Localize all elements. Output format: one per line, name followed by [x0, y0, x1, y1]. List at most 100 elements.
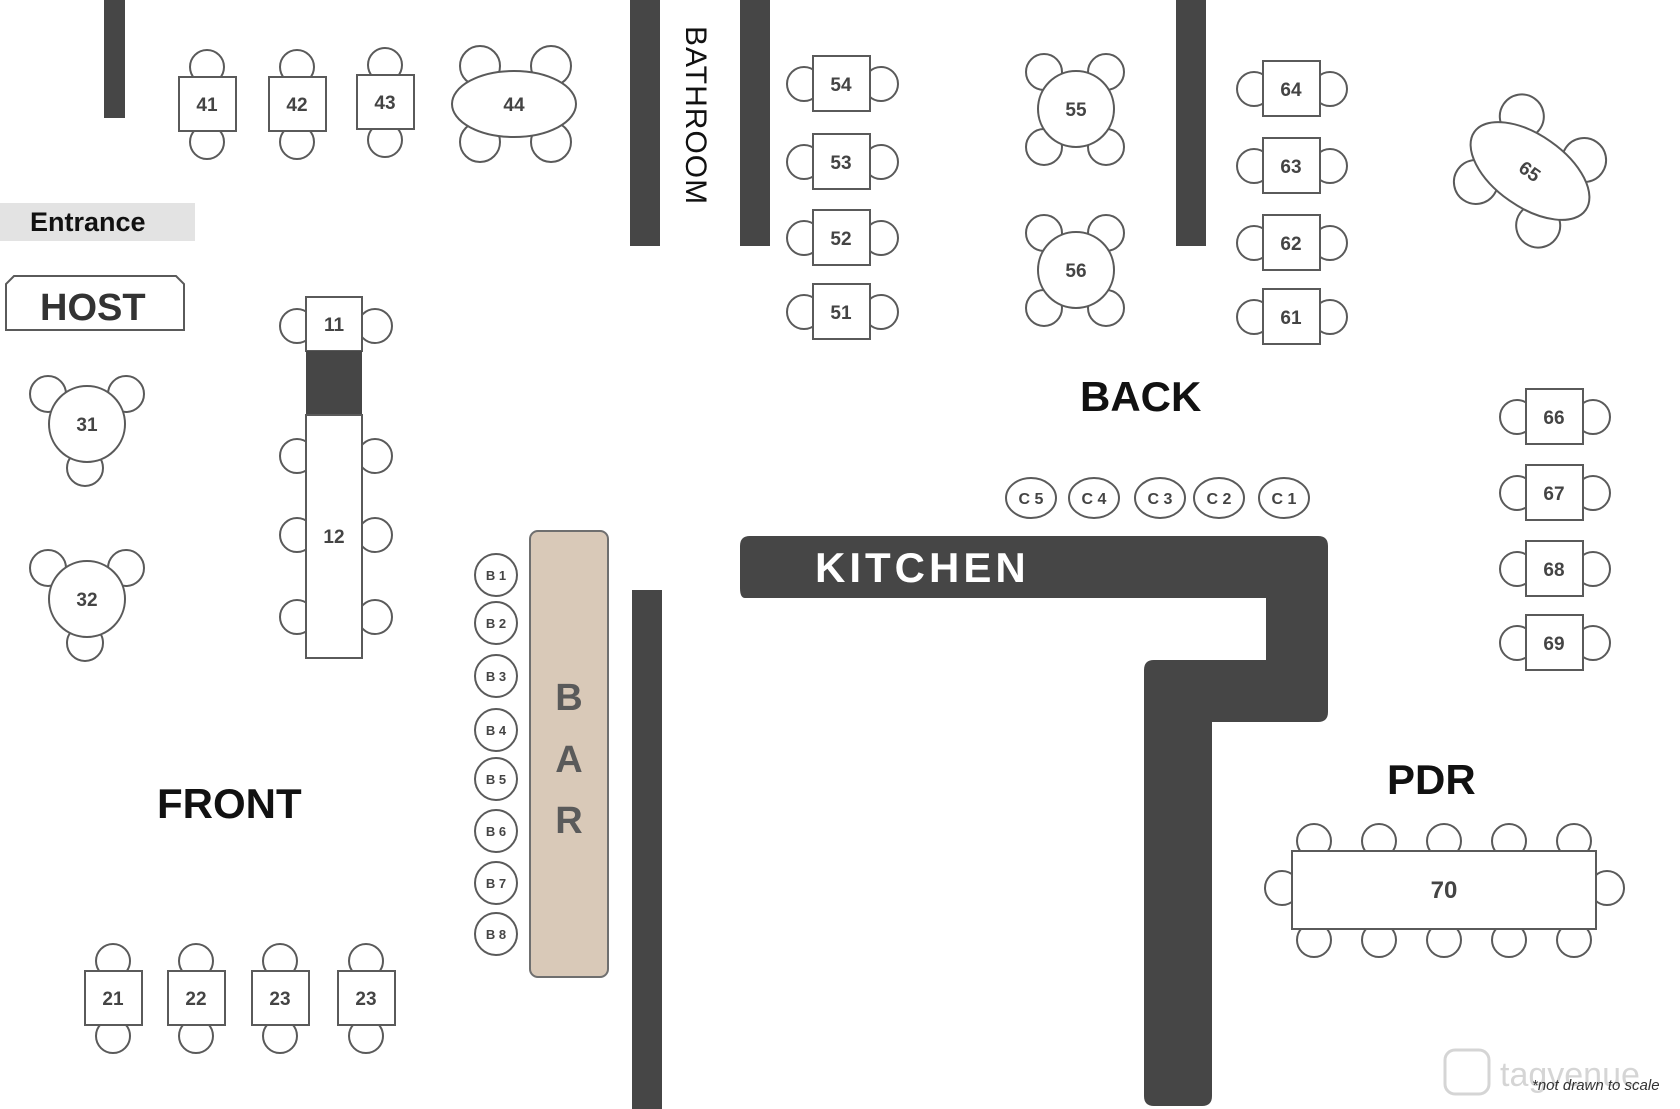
table-number: 21	[102, 989, 124, 1010]
table-53[interactable]: 53	[786, 133, 899, 190]
table-41[interactable]: 41	[178, 49, 237, 160]
bar-seat-b6[interactable]: B 6	[474, 809, 518, 853]
counter-seat-c5[interactable]: C 5	[1005, 477, 1057, 519]
table-top	[812, 133, 871, 190]
table-number: 41	[196, 95, 218, 116]
table-top	[451, 70, 577, 138]
counter-seat-c3[interactable]: C 3	[1134, 477, 1186, 519]
table-top	[812, 55, 871, 112]
table-number: 61	[1280, 308, 1302, 329]
table-11[interactable]: 11	[279, 296, 393, 352]
table-top	[178, 76, 237, 132]
table-67[interactable]: 67	[1499, 464, 1611, 521]
table-54[interactable]: 54	[786, 55, 899, 112]
table-64[interactable]: 64	[1236, 60, 1348, 117]
table-31[interactable]: 31	[29, 375, 145, 487]
entrance-marker	[0, 203, 195, 241]
chair	[357, 599, 393, 635]
table-21[interactable]: 21	[84, 943, 143, 1054]
table-61[interactable]: 61	[1236, 288, 1348, 345]
table-top	[48, 560, 126, 638]
bar-letter: B	[555, 677, 582, 719]
table-top	[1291, 850, 1597, 930]
seat-number: B 8	[486, 927, 506, 942]
counter-seat-c1[interactable]: C 1	[1258, 477, 1310, 519]
seat	[474, 912, 518, 956]
table-top	[1262, 137, 1321, 194]
table-23[interactable]: 23	[251, 943, 310, 1054]
seat-number: B 4	[486, 723, 507, 738]
entrance-label: Entrance	[30, 207, 146, 237]
bar-letter: A	[555, 739, 582, 781]
table-66[interactable]: 66	[1499, 388, 1611, 445]
table-23-second[interactable]: 23	[337, 943, 396, 1054]
bar-seat-b7[interactable]: B 7	[474, 861, 518, 905]
table-44[interactable]: 44	[451, 45, 577, 163]
host-label: HOST	[40, 287, 146, 329]
table-43[interactable]: 43	[356, 47, 415, 158]
table-12[interactable]: 12	[279, 414, 393, 659]
bar-seat-b2[interactable]: B 2	[474, 601, 518, 645]
bar-seat-b5[interactable]: B 5	[474, 757, 518, 801]
table-22[interactable]: 22	[167, 943, 226, 1054]
bar-seat-b3[interactable]: B 3	[474, 654, 518, 698]
seat	[474, 708, 518, 752]
table-number: 68	[1543, 560, 1564, 581]
host-stand[interactable]: HOST	[5, 275, 185, 331]
table-number: 23	[355, 989, 376, 1010]
table-top	[1262, 214, 1321, 271]
table-top	[337, 970, 396, 1026]
table-number: 22	[185, 989, 206, 1010]
host-stand-shape	[5, 275, 185, 331]
counter-seat-c4[interactable]: C 4	[1068, 477, 1120, 519]
table-number: 56	[1065, 261, 1086, 282]
kitchen-label: KITCHEN	[815, 544, 1030, 591]
table-70[interactable]: 70	[1264, 823, 1625, 958]
seat-number: B 6	[486, 824, 506, 839]
seat-number: C 5	[1019, 491, 1044, 508]
counter-seat-c2[interactable]: C 2	[1193, 477, 1245, 519]
wall-bathroom-right	[740, 0, 770, 246]
table-69[interactable]: 69	[1499, 614, 1611, 671]
seat	[474, 757, 518, 801]
table-68[interactable]: 68	[1499, 540, 1611, 597]
table-51[interactable]: 51	[786, 283, 899, 340]
table-number: 23	[269, 989, 290, 1010]
chair	[357, 308, 393, 344]
table-number: 69	[1543, 634, 1564, 655]
seat-number: C 1	[1272, 491, 1297, 508]
table-top	[356, 74, 415, 130]
table-55[interactable]: 55	[1025, 53, 1125, 166]
seat	[1068, 477, 1120, 519]
wall-back-divider	[1176, 0, 1206, 246]
table-number: 64	[1280, 80, 1302, 101]
table-number: 70	[1431, 877, 1458, 904]
bar-seat-b1[interactable]: B 1	[474, 553, 518, 597]
table-56[interactable]: 56	[1025, 214, 1125, 327]
seat	[474, 861, 518, 905]
zone-label-back: BACK	[1080, 373, 1201, 420]
seat-number: B 5	[486, 772, 506, 787]
table-63[interactable]: 63	[1236, 137, 1348, 194]
bar-seat-b4[interactable]: B 4	[474, 708, 518, 752]
table-52[interactable]: 52	[786, 209, 899, 266]
seat-number: B 3	[486, 669, 506, 684]
table-top	[305, 414, 363, 659]
seat-number: C 2	[1207, 491, 1232, 508]
table-62[interactable]: 62	[1236, 214, 1348, 271]
bar-counter: B A R	[529, 530, 609, 978]
seat	[474, 809, 518, 853]
bar-seat-b8[interactable]: B 8	[474, 912, 518, 956]
footnote: *not drawn to scale	[1532, 1077, 1660, 1094]
table-number: 44	[503, 95, 525, 116]
wall-entrance-top	[104, 0, 125, 118]
entrance-area: Entrance	[0, 203, 195, 241]
kitchen-wall	[740, 536, 1328, 1106]
table-top	[1525, 464, 1584, 521]
table-42[interactable]: 42	[268, 49, 327, 160]
table-top	[1262, 60, 1321, 117]
table-top	[305, 296, 363, 352]
seat	[474, 654, 518, 698]
table-65[interactable]: 65	[1439, 81, 1622, 261]
table-32[interactable]: 32	[29, 549, 145, 662]
